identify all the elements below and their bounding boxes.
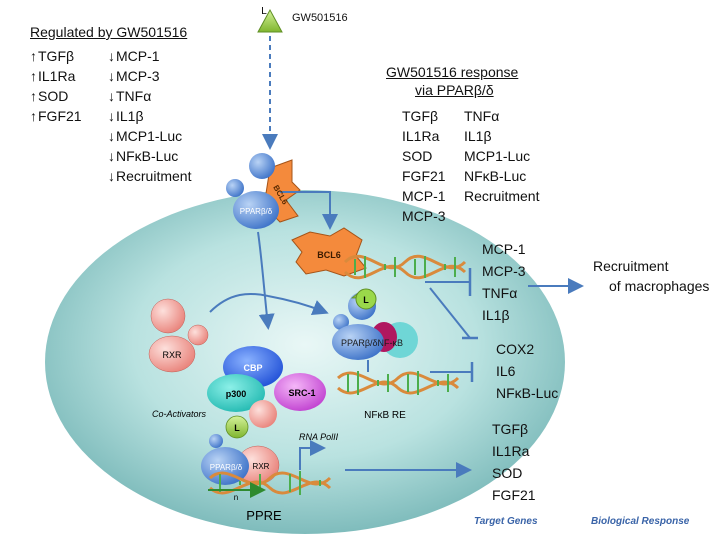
ligand-symbol-mid: L <box>363 295 369 305</box>
nfkb-re-label: NFκB RE <box>364 410 406 421</box>
arrow-rxr-join <box>209 292 269 313</box>
footer-biological-response: Biological Response <box>591 516 690 527</box>
target-gene: TNFα <box>482 285 518 301</box>
regulated-down-item: IL1β <box>108 106 191 126</box>
response-left-item: SOD <box>402 148 433 164</box>
regulated-up-list: TGFβ IL1Ra SOD FGF21 <box>30 46 82 126</box>
regulated-up-item: SOD <box>30 86 82 106</box>
arrow-down-center <box>257 231 275 330</box>
response-left-list: TGFβ IL1Ra SOD FGF21 MCP-1 MCP-3 <box>402 106 446 226</box>
ppar-nfkb-label: PPARβ/δNF-κB <box>341 338 403 348</box>
target-gene: MCP-1 <box>482 241 526 257</box>
ligand-symbol-bottom: L <box>234 423 240 433</box>
footer-target-genes: Target Genes <box>474 516 538 527</box>
target-gene: TGFβ <box>492 421 529 437</box>
ligand-top-icon <box>257 8 283 33</box>
response-right-item: Recruitment <box>464 188 540 204</box>
biological-response-list: Recruitment of macrophages <box>593 256 709 296</box>
regulated-down-list: MCP-1 MCP-3 TNFα IL1β MCP1-Luc NFκB-Luc … <box>108 46 191 186</box>
rna-pol-label: RNA PolII <box>299 432 339 442</box>
coactivators-label: Co-Activators <box>152 409 207 419</box>
dna-top <box>343 254 467 280</box>
dna-middle <box>336 371 460 395</box>
bio-response-line: of macrophages <box>609 278 710 294</box>
arrow-to-nfkb <box>267 295 329 315</box>
ppre-label: PPRE <box>246 508 282 523</box>
rxr-bottom-label: RXR <box>253 462 270 471</box>
target-group-1: MCP-1 MCP-3 TNFα IL1β <box>482 238 526 326</box>
ligand-symbol-top: L <box>261 6 267 17</box>
ppar-nfkb-complex <box>332 288 418 360</box>
rxr-left-shape <box>148 298 209 373</box>
bcl6-large-label: BCL6 <box>317 250 341 260</box>
response-title-1: GW501516 response <box>386 64 519 80</box>
src1-label: SRC-1 <box>288 388 315 398</box>
response-title-2: via PPARβ/δ <box>415 82 494 98</box>
transcription-arrow <box>299 440 326 470</box>
regulated-title: Regulated by GW501516 <box>30 24 188 40</box>
response-left-item: MCP-1 <box>402 188 446 204</box>
coactivator-complex <box>207 346 326 412</box>
response-right-item: NFκB-Luc <box>464 168 527 184</box>
target-gene: SOD <box>492 465 523 481</box>
response-right-item: TNFα <box>464 108 500 124</box>
regulated-down-item: Recruitment <box>108 166 191 186</box>
target-gene: FGF21 <box>492 487 536 503</box>
dna-bottom <box>208 471 332 495</box>
response-right-list: TNFα IL1β MCP1-Luc NFκB-Luc Recruitment <box>464 106 539 206</box>
response-left-item: FGF21 <box>402 168 446 184</box>
arrow-to-bcl6 <box>280 191 338 230</box>
ppar-top-label: PPARβ/δ <box>240 207 273 216</box>
bio-response-line: Recruitment <box>593 258 669 274</box>
ppar-bottom-label: PPARβ/δ <box>210 463 243 472</box>
response-left-item: IL1Ra <box>402 128 440 144</box>
response-left-item: MCP-3 <box>402 208 446 224</box>
ppar-rxr-bottom-complex <box>201 400 280 485</box>
target-gene: IL1β <box>482 307 510 323</box>
regulated-up-item: IL1Ra <box>30 66 82 86</box>
target-gene: MCP-3 <box>482 263 526 279</box>
p300-label: p300 <box>226 389 247 399</box>
target-gene: IL6 <box>496 363 516 379</box>
target-gene: IL1Ra <box>492 443 530 459</box>
target-gene: COX2 <box>496 341 535 357</box>
target-gene: NFκB-Luc <box>496 385 559 401</box>
cell-body <box>45 190 565 534</box>
n-label: n <box>234 493 238 502</box>
inhibit-line-diag <box>429 287 471 339</box>
regulated-down-item: TNFα <box>108 86 191 106</box>
response-right-item: MCP1-Luc <box>464 148 531 164</box>
target-group-2: COX2 IL6 NFκB-Luc <box>496 338 558 404</box>
regulated-down-item: MCP-3 <box>108 66 191 86</box>
ligand-name: GW501516 <box>292 12 348 24</box>
regulated-down-item: MCP1-Luc <box>108 126 191 146</box>
regulated-up-item: TGFβ <box>30 46 82 66</box>
response-right-item: IL1β <box>464 128 492 144</box>
rxr-left-label: RXR <box>162 350 182 360</box>
regulated-down-item: NFκB-Luc <box>108 146 191 166</box>
response-left-item: TGFβ <box>402 108 439 124</box>
regulated-up-item: FGF21 <box>30 106 82 126</box>
regulated-down-item: MCP-1 <box>108 46 191 66</box>
target-group-3: TGFβ IL1Ra SOD FGF21 <box>492 418 536 506</box>
ppar-bcl6-complex <box>226 153 301 229</box>
cbp-label: CBP <box>243 363 262 373</box>
